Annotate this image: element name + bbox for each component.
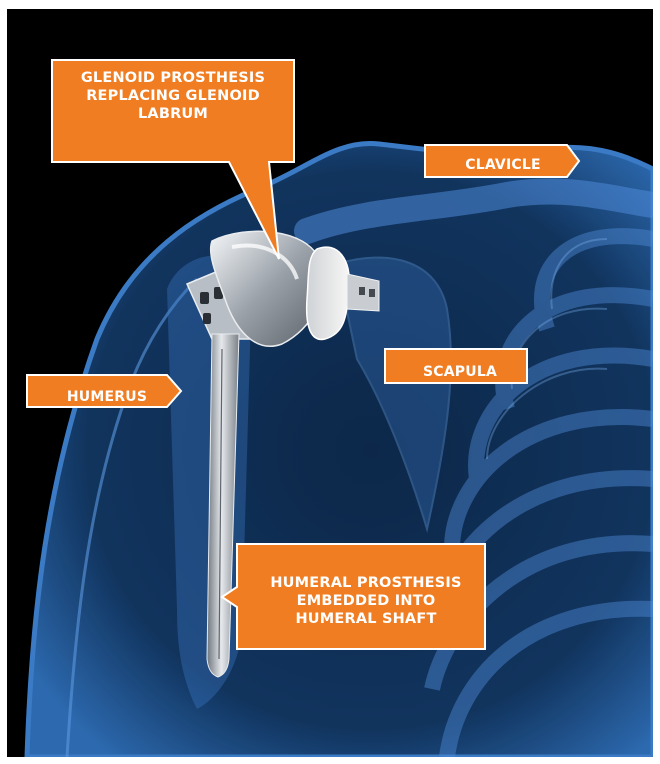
clavicle-label: CLAVICLE [437, 157, 569, 175]
glenoid-prosthesis-label: GLENOID PROSTHESIS REPLACING GLENOID LAB… [57, 69, 289, 123]
glenoid-label-line-2: REPLACING GLENOID [57, 87, 289, 105]
scapula-label: SCAPULA [385, 364, 535, 382]
humeral-prosthesis-label: HUMERAL PROSTHESIS EMBEDDED INTO HUMERAL… [247, 574, 485, 628]
glenoid-label-line-1: GLENOID PROSTHESIS [57, 69, 289, 87]
humerus-label: HUMERUS [43, 389, 171, 407]
illustration-frame: GLENOID PROSTHESIS REPLACING GLENOID LAB… [7, 9, 653, 757]
glenoid-label-line-3: LABRUM [57, 105, 289, 123]
humeral-label-line-3: HUMERAL SHAFT [247, 610, 485, 628]
humeral-label-line-2: EMBEDDED INTO [247, 592, 485, 610]
humeral-label-line-1: HUMERAL PROSTHESIS [247, 574, 485, 592]
